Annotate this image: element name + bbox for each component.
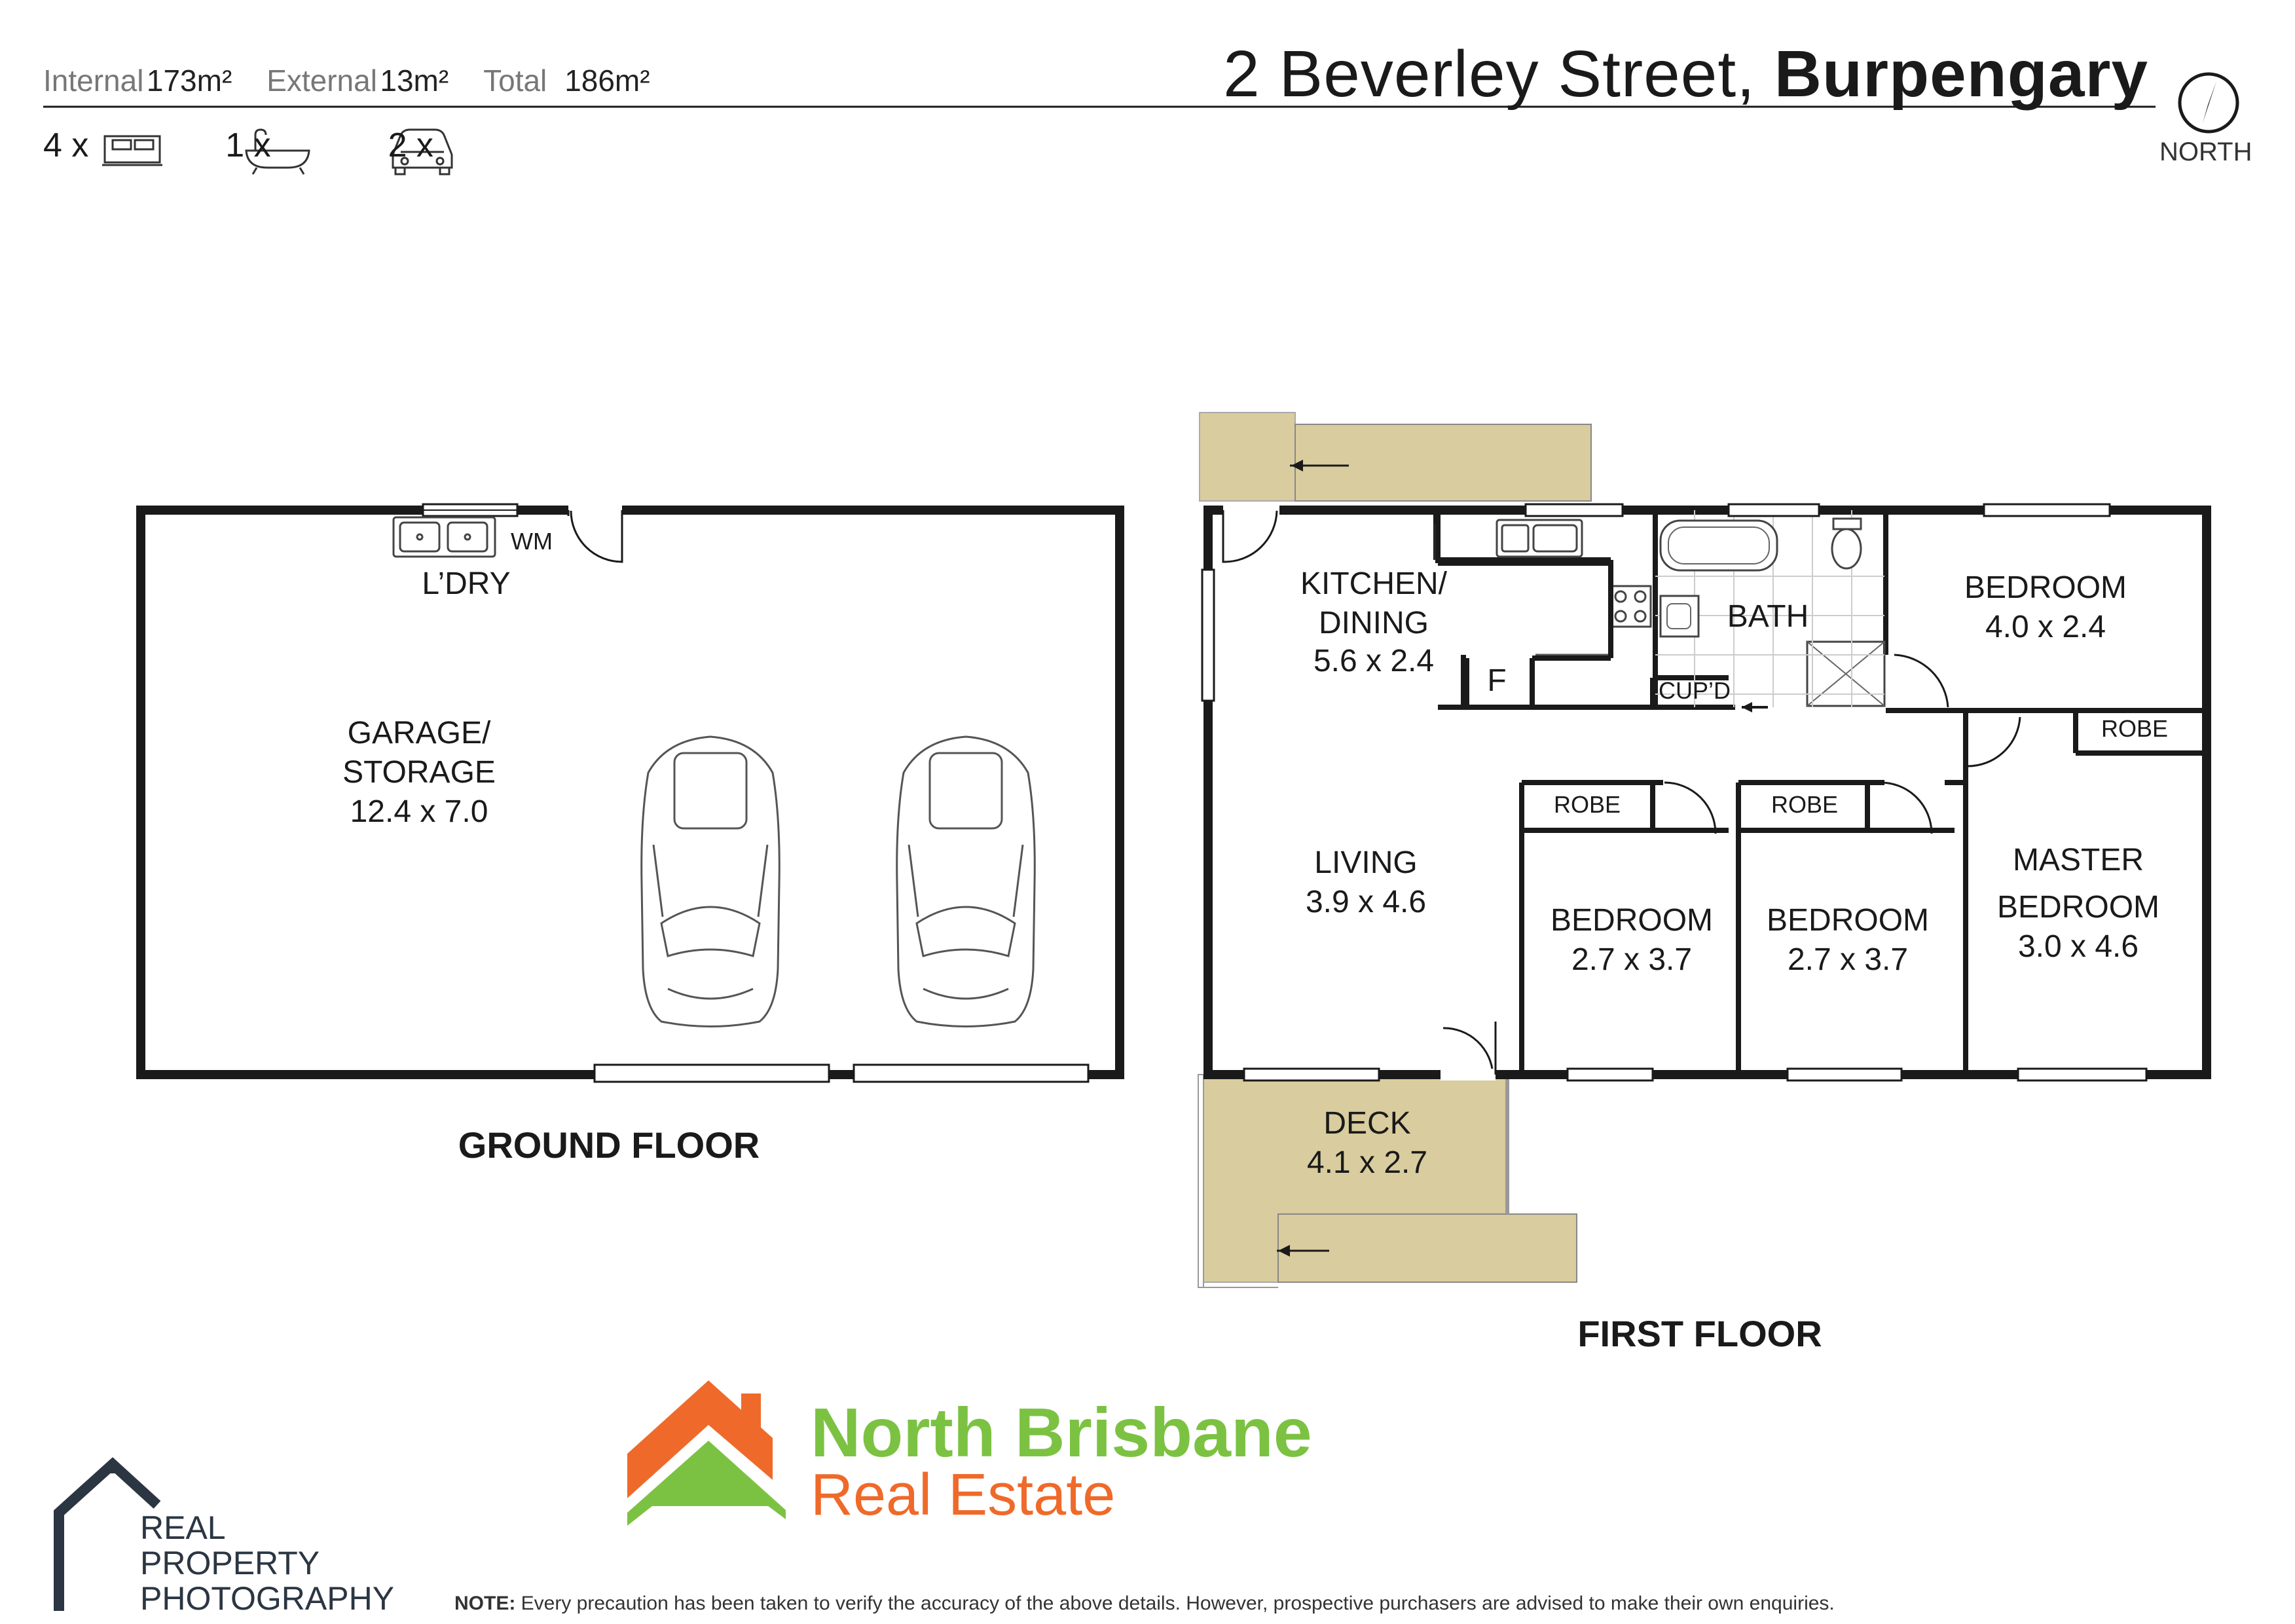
laundry-label: L’DRY — [422, 566, 511, 601]
bedroom-2-name: BEDROOM — [1550, 903, 1714, 938]
robe-master-label: ROBE — [2101, 715, 2169, 742]
wm-label: WM — [511, 528, 553, 555]
agency-name-line2: Real Estate — [811, 1462, 1116, 1528]
total-label: Total — [483, 64, 547, 98]
kitchen-sink — [1496, 519, 1583, 558]
photographer-name: REAL PROPERTY PHOTOGRAPHY — [140, 1509, 395, 1617]
external-value: 13m² — [380, 64, 449, 98]
bathtub-icon — [245, 128, 310, 175]
ground-floor-label: GROUND FLOOR — [458, 1124, 760, 1166]
bed-icon — [102, 135, 162, 166]
bedroom-3-name: BEDROOM — [1766, 903, 1930, 938]
internal-label: Internal — [43, 64, 144, 98]
cupboard-label: CUP’D — [1658, 677, 1731, 704]
master-bedroom-dims: 3.0 x 4.6 — [2017, 929, 2139, 964]
cooktop — [1609, 585, 1652, 628]
ground-floor-plan — [136, 503, 1124, 1083]
agency-name-line1: North Brisbane — [811, 1394, 1312, 1471]
compass-icon — [2178, 72, 2239, 134]
garage-dims: 12.4 x 7.0 — [350, 794, 488, 829]
bedroom-1-dims: 4.0 x 2.4 — [1985, 610, 2106, 644]
north-brisbane-logo-mark — [627, 1380, 786, 1526]
laundry-tub — [392, 516, 496, 558]
bedroom-2-dims: 2.7 x 3.7 — [1571, 942, 1693, 977]
living-name: LIVING — [1314, 845, 1418, 880]
garage-name: GARAGE/ STORAGE — [342, 716, 496, 790]
fridge-label: F — [1487, 663, 1507, 698]
feature-counts: 4 x 1 x 2 x — [43, 126, 433, 165]
bedroom-3-dims: 2.7 x 3.7 — [1787, 942, 1909, 977]
master-bedroom-name: MASTER BEDROOM — [1996, 843, 2160, 925]
living-dims: 3.9 x 4.6 — [1305, 885, 1427, 919]
robe-bed3-label: ROBE — [1771, 791, 1839, 818]
note-text: Every precaution has been taken to verif… — [515, 1593, 1835, 1614]
area-stats: Internal 173m² External 13m² Total 186m² — [43, 63, 650, 98]
north-label: NORTH — [2159, 138, 2252, 166]
bath-label: BATH — [1727, 599, 1809, 634]
first-floor-plan — [1198, 412, 2211, 1288]
disclaimer-note: NOTE: Every precaution has been taken to… — [454, 1593, 1835, 1615]
suburb-name: Burpengary — [1774, 37, 2148, 111]
car-outline-left — [640, 735, 780, 1027]
kitchen-name: KITCHEN/ DINING — [1300, 566, 1448, 640]
deck-name: DECK — [1323, 1106, 1411, 1141]
external-label: External — [266, 64, 377, 98]
total-value: 186m² — [564, 64, 650, 98]
car-outline-right — [896, 735, 1036, 1027]
robe-bed2-label: ROBE — [1553, 791, 1621, 818]
note-label: NOTE: — [454, 1593, 516, 1614]
internal-value: 173m² — [146, 64, 232, 98]
top-stairs — [1294, 424, 1592, 502]
bedroom-count: 4 x — [43, 126, 89, 164]
property-address: 2 Beverley Street, Burpengary — [1223, 37, 2148, 112]
first-floor-label: FIRST FLOOR — [1577, 1313, 1822, 1354]
door-swings — [1222, 504, 2021, 1080]
deck-dims: 4.1 x 2.7 — [1306, 1145, 1428, 1180]
real-property-photography-logo — [54, 1457, 161, 1611]
kitchen-dims: 5.6 x 2.4 — [1313, 644, 1435, 678]
windows — [1201, 503, 2148, 1082]
street-address: 2 Beverley Street, — [1223, 37, 1755, 111]
bedroom-1-name: BEDROOM — [1964, 570, 2127, 605]
car-icon — [392, 128, 453, 175]
bathroom-count: 1 x — [225, 126, 271, 164]
car-count: 2 x — [388, 126, 433, 164]
